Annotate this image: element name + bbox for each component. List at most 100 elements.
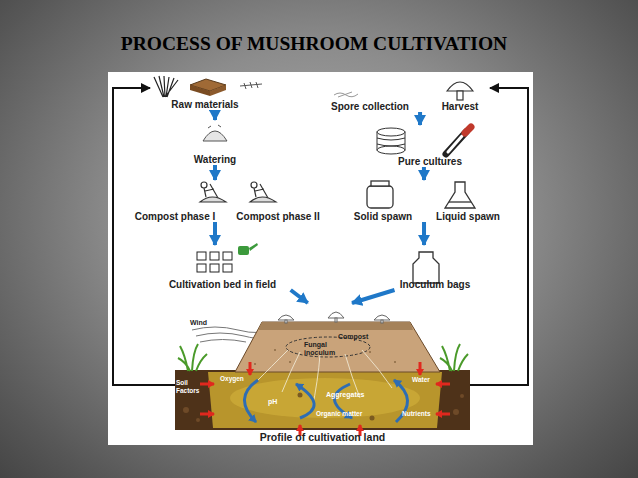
grass-plant [178,344,207,371]
brick-icon [210,85,226,96]
process-step: Solid spawn [340,180,426,222]
mycelium-roots [258,350,392,410]
factor-arrow [200,413,214,416]
profile-label: pH [268,398,288,406]
compost-mound [254,349,421,366]
test-tube-icon [448,136,462,152]
factor-arrow [436,413,450,416]
mycelium-roots [258,350,392,410]
shovel-person-icon [204,184,218,198]
process-step: Cultivation bed in field [150,245,295,290]
factor-arrow [419,362,422,375]
profile-block: Profile of cultivation land [175,303,470,445]
watering-can-icon [238,246,249,255]
profile-label: Compost [338,333,388,341]
small-mushroom [278,312,390,323]
step-label: Solid spawn [354,211,412,222]
straw-icon [154,76,178,97]
cycle-arrow [244,380,258,422]
watering-icon [208,125,221,128]
straw-icon [154,76,178,97]
step-label: Profile of cultivation land [260,432,385,443]
compost-mound [258,322,413,330]
watering-can-icon [249,243,258,251]
spore-icon [334,92,358,97]
shovel-person-icon [254,184,268,198]
step-label: Liquid spawn [436,211,500,222]
small-mushroom [285,320,287,323]
compost-mound [394,361,396,363]
profile-label: Oxygen [220,375,260,383]
profile-label: Fungal inoculum [304,341,340,357]
process-step: Watering [185,120,245,165]
bottle-icon [413,252,439,283]
bed-grid-icon [197,264,206,272]
petri-icon [377,128,405,154]
soil-band [175,370,470,430]
flow-arrow [213,165,217,180]
shovel-person-icon [250,197,276,202]
process-step: Compost phase II [228,180,328,222]
brick-icon [190,85,210,96]
soil-band [370,416,375,421]
watering-icon [203,131,227,141]
bottle-icon [413,252,439,283]
step-label: Harvest [442,101,479,112]
flow-arrow [418,112,422,125]
small-mushroom [335,318,337,322]
watering-can-icon [238,243,258,255]
compost-mound [254,363,256,365]
soil-band [183,407,189,413]
flow-arrow [422,222,426,245]
small-mushroom [381,320,383,323]
profile-label: Soil Factors [176,379,206,395]
bed-grid-icon [223,252,232,260]
watering-icon [203,125,227,141]
cycle-arrow [296,384,314,418]
slide-title: PROCESS OF MUSHROOM CULTIVATION [0,33,628,55]
step-label: Compost phase I [135,211,216,222]
bed-grid-icon [223,264,232,272]
soil-band [460,394,464,398]
petri-icon [377,128,405,136]
soil-band [453,409,459,415]
profile-label: Aggregates [326,391,376,399]
step-label: Compost phase II [236,211,319,222]
process-step: Inoculum bags [390,245,480,290]
process-step: Liquid spawn [428,180,508,222]
process-step: Compost phase I [125,180,225,222]
tool-icon [240,82,262,89]
soil-band [175,370,470,430]
step-label: Watering [194,154,236,165]
cycle-return-arrow [470,88,528,385]
small-mushroom [328,312,344,318]
step-label: Inoculum bags [400,279,471,290]
factor-arrow [249,362,252,375]
profile-label: Organic matter [316,410,376,418]
jar-icon [367,186,393,208]
flow-arrow [213,222,217,245]
process-step: Harvest [430,78,490,112]
petri-icon [377,138,405,146]
soil-band [230,378,420,418]
process-step: Raw materials [150,76,260,110]
compost-mound [235,322,440,372]
small-mushroom [374,315,390,320]
soil-band [298,393,303,398]
compost-mound [235,322,440,372]
factor-arrow [436,383,450,386]
wind-lines [200,340,246,343]
compost-mound [274,349,276,351]
soil-band [208,372,442,428]
profile-label: Water [412,376,452,384]
profile-label: Wind [190,319,230,327]
step-label: Cultivation bed in field [169,279,276,290]
bed-grid-icon [197,252,206,260]
cycle-arrow [244,380,407,422]
test-tube-icon [465,127,471,133]
petri-icon [377,146,405,154]
mushroom-icon [447,82,473,100]
